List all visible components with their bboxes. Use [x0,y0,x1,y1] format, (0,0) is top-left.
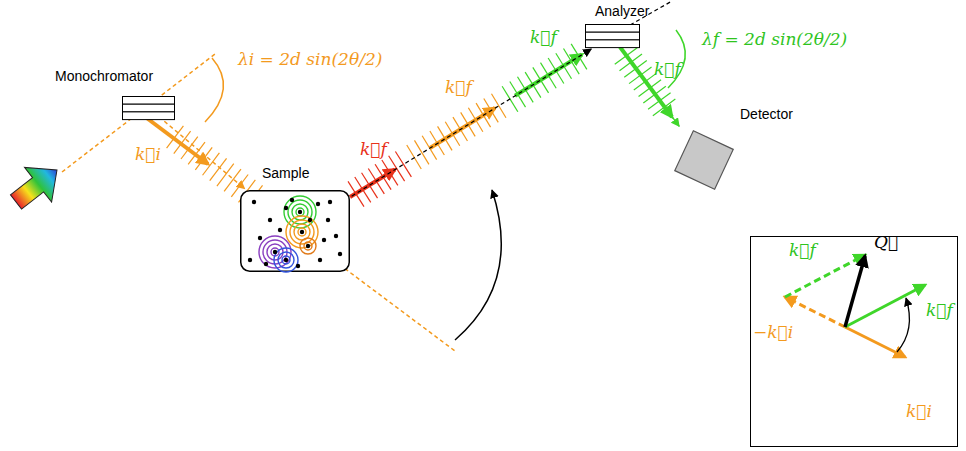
vector-label: k⃗f [445,78,472,98]
crystal-outline [122,96,175,120]
atom-dot [264,262,268,266]
bragg-formula: λf = 2d sin(2θ/2) [702,30,847,50]
vector-label: k⃗f [789,241,816,261]
sample-box: Sample [240,190,350,272]
atom-dot [308,218,312,222]
vector-label: k⃗f [926,301,953,321]
white-beam-arrow [2,153,70,220]
kf-vector [845,285,925,327]
atom-dot [273,250,277,254]
beam-connector [352,49,592,196]
atom-dot [268,218,272,222]
atom-dot [258,236,262,240]
component-label: Detector [740,106,793,122]
monochromator-crystal: Monochromator [122,96,175,120]
scattered-wave [282,256,290,264]
scattered-wave [300,238,316,254]
beam-connector [164,121,244,188]
sample-outline [241,191,350,272]
vector-label: k⃗f [530,28,557,48]
ki-vector [845,327,905,357]
atom-dot [252,200,256,204]
scattered-wave [267,244,283,260]
atom-dot [316,202,320,206]
wavefront [395,151,411,176]
wavefront [491,94,505,118]
detector-box: Detector [672,128,736,192]
atom-dot [334,234,338,238]
atom-dot [326,218,330,222]
crystal-plane [123,104,175,112]
kf-vector [785,255,865,297]
bragg-formula: λi = 2d sin(2θ/2) [238,50,382,70]
atom-dot [300,230,304,234]
atom-dot [296,264,300,268]
detector-outline [672,128,736,192]
atom-dot [278,228,282,232]
atom-dot [328,200,332,204]
crystal-plane [586,40,640,48]
atom-dot [284,258,288,262]
component-label: Sample [262,165,309,181]
vector-label: k⃗f [360,140,387,160]
scattered-wave [296,208,304,216]
angle-arc [205,58,223,122]
minus-ki-vector [785,297,845,327]
q-vector [845,256,865,327]
atom-dot [248,258,252,262]
component-label: Monochromator [55,68,153,84]
rotation-arc [455,190,501,340]
crystal-outline [585,24,640,48]
scattered-wave [278,252,294,268]
crystal-plane [123,97,175,105]
atom-dot [318,258,322,262]
vector-inset: k⃗f Q⃗ k⃗f −k⃗i k⃗i [750,236,958,447]
crystal-plane [586,32,640,40]
scattered-wave [274,248,298,272]
atom-dot [338,252,342,256]
detector-body [675,131,733,189]
vector-label: k⃗i [135,145,161,165]
component-label: Analyzer [595,3,649,19]
vector-label: −k⃗i [753,323,793,343]
analyzer-crystal: Analyzer [585,24,640,48]
angle-arc [668,30,685,88]
vector-label: k⃗i [906,402,932,422]
vector-label: Q⃗ [874,233,898,253]
rotation-arc [897,298,909,352]
atom-dot [322,238,326,242]
crystal-plane [123,112,175,120]
scattered-wave [304,242,312,250]
atom-dot [284,206,288,210]
atom-dot [306,244,310,248]
scattered-wave [298,228,306,236]
crystal-plane [586,25,640,33]
vector-label: k⃗f [654,60,681,80]
atom-dot [290,198,294,202]
scattered-wave [286,216,318,248]
sample-outline [240,190,350,272]
atom-dot [298,210,302,214]
